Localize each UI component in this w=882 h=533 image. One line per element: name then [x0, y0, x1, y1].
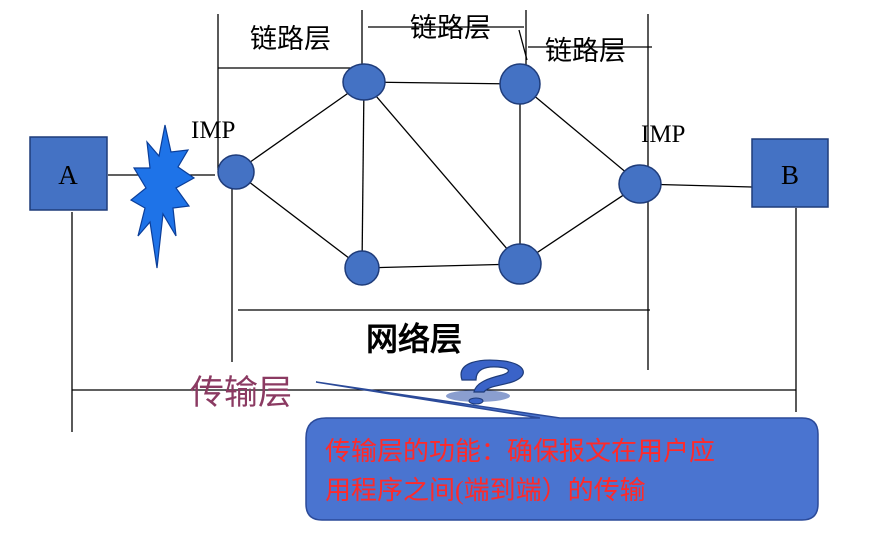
transport-layer-label: 传输层	[190, 374, 292, 412]
callout: 传输层的功能：确保报文在用户应 用程序之间(端到端）的传输	[305, 381, 819, 521]
link-n1-to-n3	[363, 81, 521, 85]
router-node-2	[344, 250, 380, 286]
link-n2-to-n4	[361, 263, 521, 269]
imp-right-label: IMP	[641, 121, 685, 148]
link-layer-2-label: 链路层	[410, 13, 491, 43]
router-nodes	[217, 63, 662, 286]
host-a-label: A	[58, 160, 78, 190]
router-node-4	[498, 243, 542, 285]
question-mark-icon	[446, 359, 524, 405]
router-node-1	[342, 63, 386, 101]
network-layer-label: 网络层	[366, 321, 462, 357]
callout-line-2: 用程序之间(端到端）的传输	[325, 476, 646, 505]
imp-left-node	[217, 154, 255, 190]
host-b-box	[751, 138, 829, 208]
explosion-icon	[129, 124, 196, 269]
link-n3-to-imp	[519, 83, 641, 185]
host-a-box	[29, 136, 108, 211]
imp-right-node	[618, 164, 662, 204]
link-3-tick	[518, 29, 528, 61]
router-node-3	[499, 63, 541, 105]
layer-brackets	[71, 10, 797, 432]
imp-left-label: IMP	[191, 117, 235, 144]
host-b-label: B	[781, 160, 799, 190]
link-layer-1-label: 链路层	[250, 24, 331, 54]
link-n1-to-n2	[361, 81, 365, 269]
link-n4-to-imp	[519, 183, 641, 265]
host-a: A	[29, 136, 108, 211]
callout-line-1: 传输层的功能：确保报文在用户应	[325, 437, 715, 466]
callout-box	[305, 381, 819, 521]
link-imp-to-n2	[235, 171, 363, 269]
host-b: B	[751, 138, 829, 208]
link-layer-3-label: 链路层	[545, 36, 626, 66]
link-imp-to-n1	[235, 81, 365, 173]
link-n1-to-n4	[363, 81, 521, 265]
